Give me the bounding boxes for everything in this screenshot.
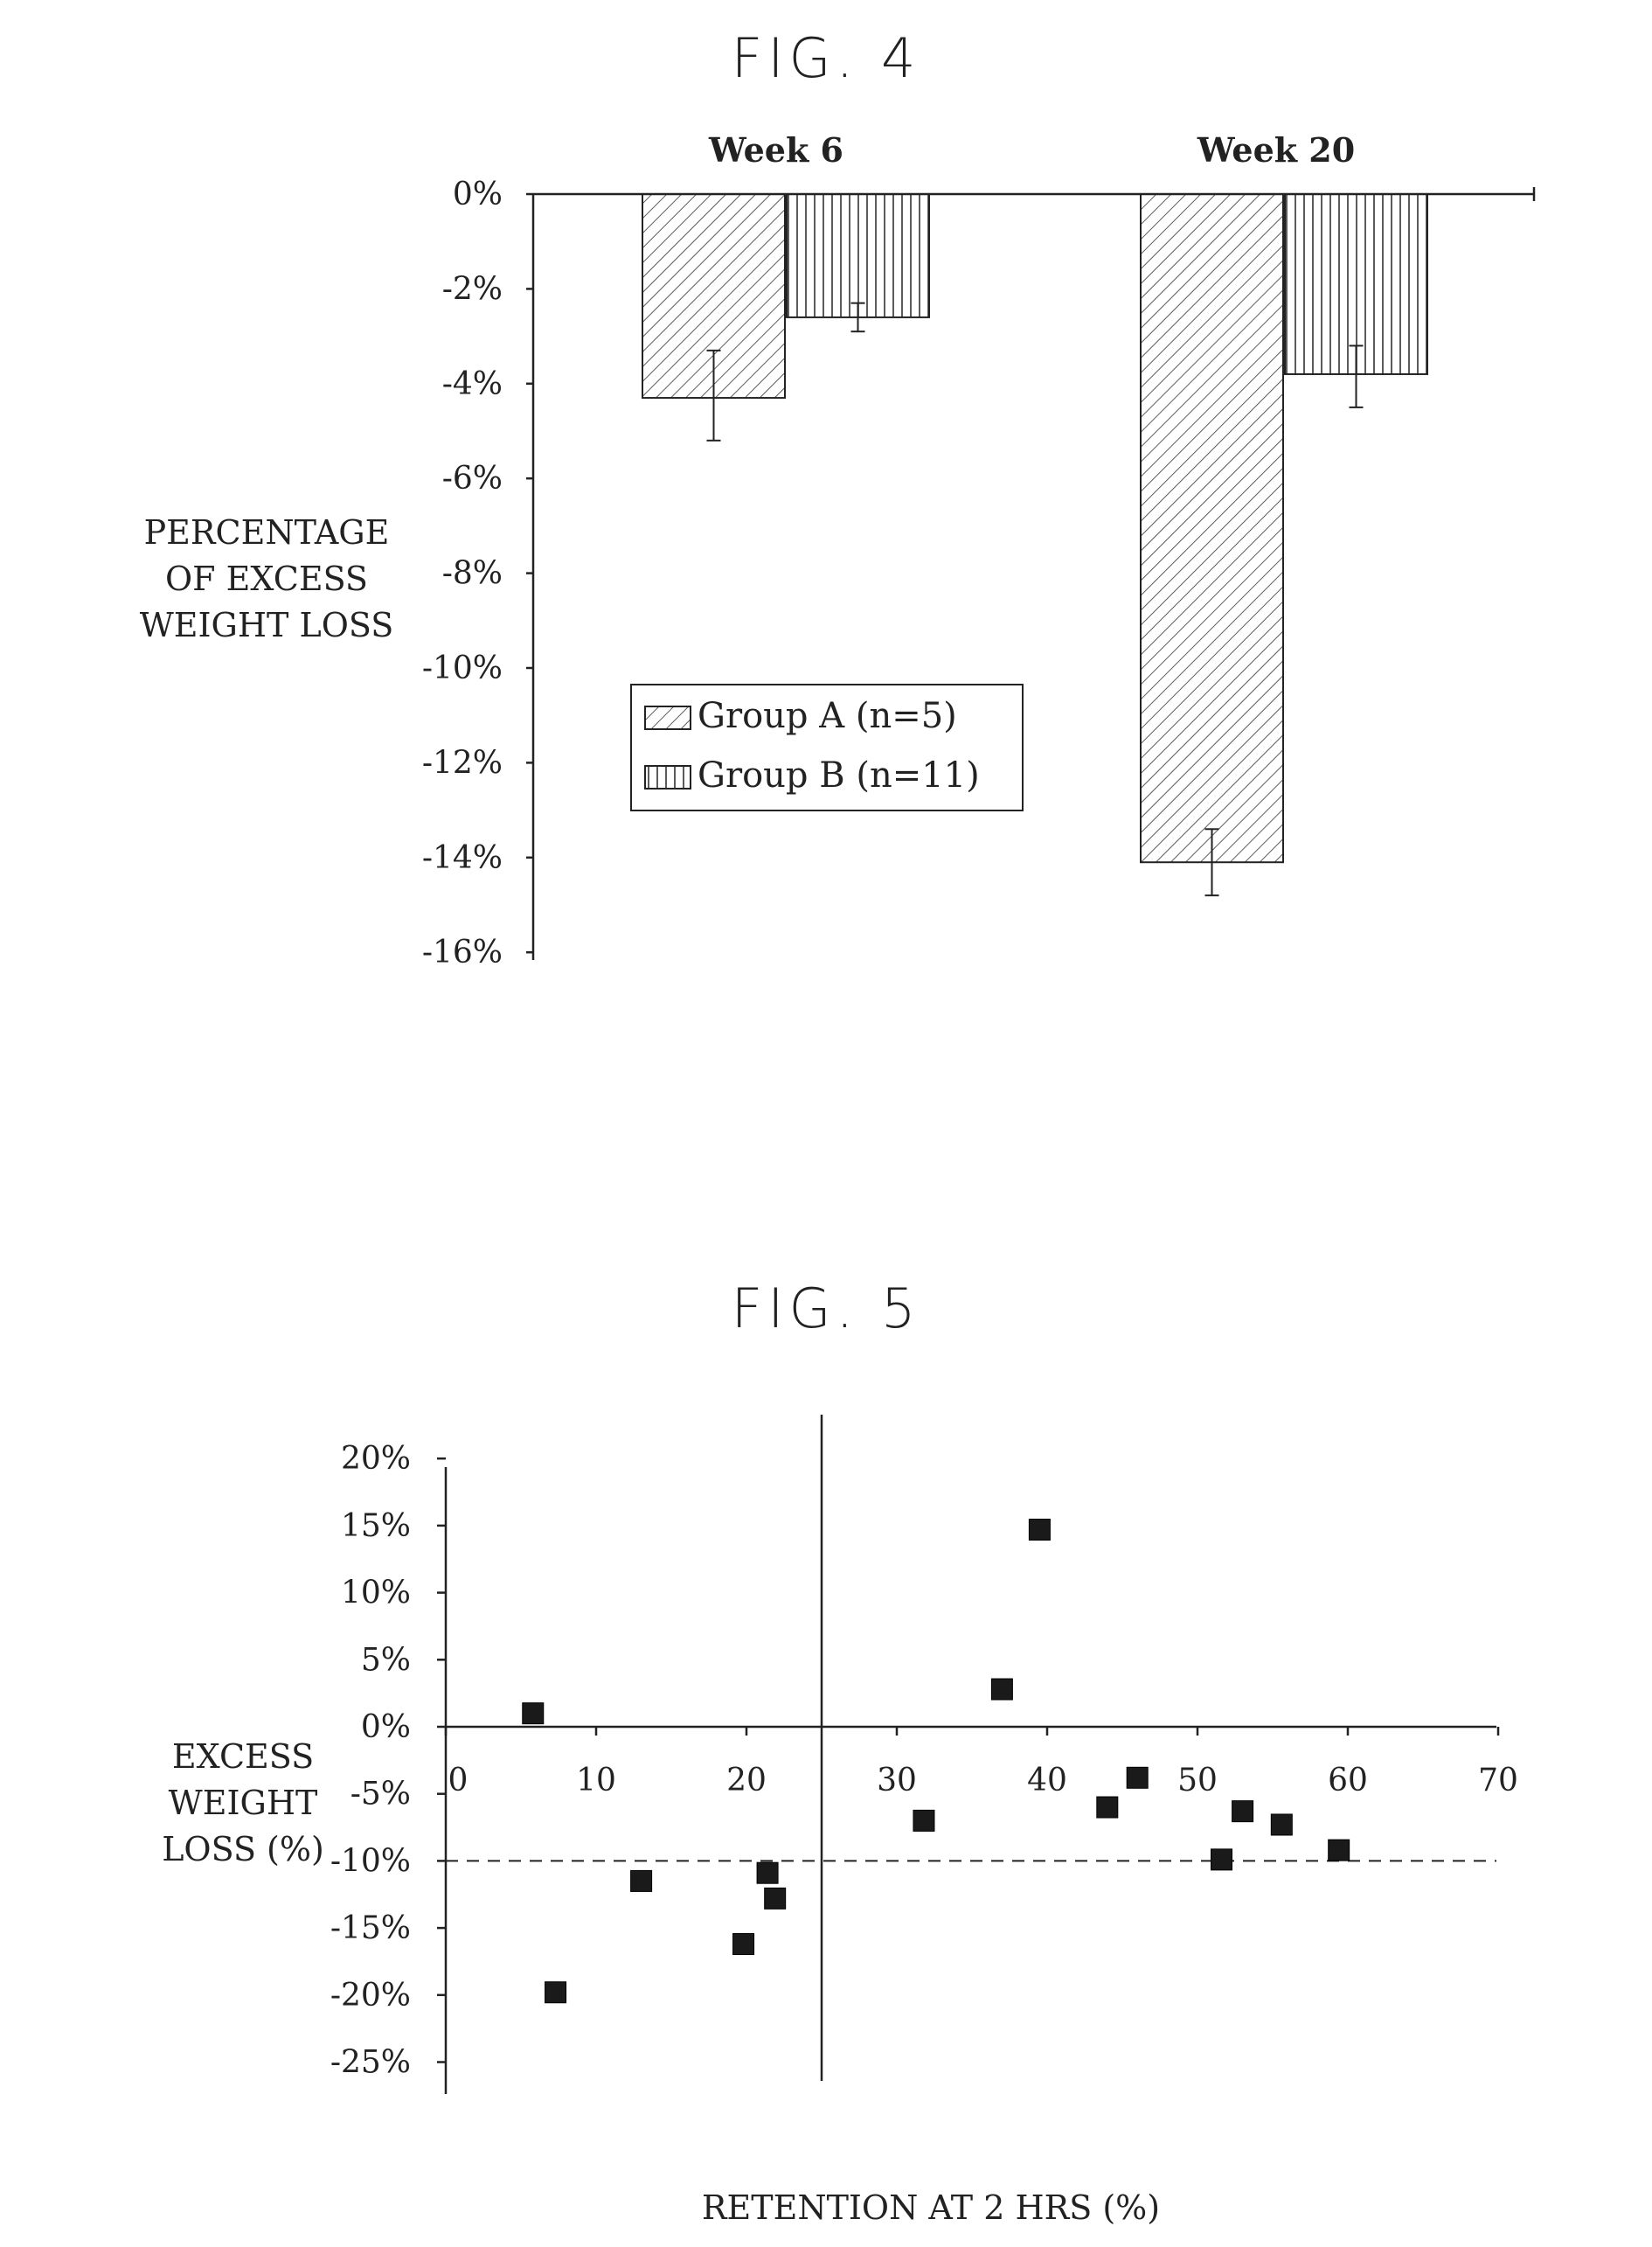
- fig4-y-tick-label: -12%: [422, 745, 503, 781]
- fig4-y-axis-title: PERCENTAGE OF EXCESS WEIGHT LOSS: [140, 513, 394, 644]
- fig4-bar-group-b-week-6: [787, 194, 929, 317]
- fig4-y-tick-label: -14%: [422, 840, 503, 876]
- fig4-y-tick-label: -4%: [442, 366, 503, 402]
- fig5-data-point: [765, 1888, 786, 1909]
- fig5-data-point: [991, 1679, 1012, 1700]
- fig5-y-tick-label: 20%: [341, 1441, 411, 1477]
- fig5-data-point: [631, 1870, 652, 1891]
- fig5-y-tick-label: -10%: [330, 1843, 411, 1879]
- fig5-x-tick-labels: 0 10 20 30 40 50 60 70: [446, 1727, 1518, 1798]
- fig5-x-tick-label: 0: [448, 1763, 469, 1798]
- fig5-y-axis-title-line-1: EXCESS: [172, 1737, 314, 1776]
- fig4-legend-swatch-group-a: [645, 706, 691, 729]
- fig4-bar-group-a-week-20: [1141, 194, 1283, 862]
- fig4-y-axis-title-line-1: PERCENTAGE: [144, 513, 390, 552]
- fig4-legend: Group A (n=5) Group B (n=11): [631, 685, 1023, 810]
- fig4-y-axis-title-line-2: OF EXCESS: [165, 560, 368, 598]
- fig4-title: FIG. 4: [732, 26, 921, 90]
- fig5-data-point: [757, 1862, 778, 1883]
- fig5-y-axis-title-line-3: LOSS (%): [162, 1830, 324, 1868]
- fig5-y-tick-label: -20%: [330, 1978, 411, 2014]
- fig5-y-tick-label: -15%: [330, 1910, 411, 1946]
- fig5-data-point: [545, 1982, 566, 2003]
- fig4-y-tick-label: -6%: [442, 461, 503, 497]
- fig5-y-axis-title: EXCESS WEIGHT LOSS (%): [162, 1737, 324, 1868]
- fig4-y-tick-labels: 0% -2% -4% -6% -8% -10% -12% -14% -16%: [422, 177, 533, 970]
- fig5-data-point: [733, 1934, 754, 1955]
- fig5-y-tick-label: 10%: [341, 1576, 411, 1611]
- fig5-x-tick-label: 10: [576, 1763, 616, 1798]
- fig5-data-point: [523, 1703, 544, 1724]
- fig4-y-axis-title-line-3: WEIGHT LOSS: [140, 606, 394, 644]
- fig5-x-tick-label: 60: [1328, 1763, 1368, 1798]
- fig5-data-point: [1271, 1814, 1292, 1835]
- fig5-y-axis-title-line-2: WEIGHT: [169, 1784, 318, 1822]
- fig4-y-tick-label: -8%: [442, 556, 503, 592]
- fig4-y-tick-label: 0%: [453, 177, 503, 212]
- fig5-x-tick-label: 40: [1027, 1763, 1067, 1798]
- fig5-data-point: [1329, 1840, 1350, 1861]
- fig5-data-point: [1097, 1797, 1118, 1818]
- fig4-category-label-week-6: Week 6: [708, 130, 843, 170]
- fig4-legend-swatch-group-b: [645, 766, 691, 789]
- fig5-x-tick-label: 50: [1177, 1763, 1218, 1798]
- fig5-x-tick-label: 20: [726, 1763, 767, 1798]
- fig5-y-tick-label: -25%: [330, 2045, 411, 2081]
- fig5-x-tick-label: 30: [877, 1763, 917, 1798]
- fig5-y-tick-label: 15%: [341, 1508, 411, 1544]
- fig5-data-point: [1211, 1849, 1232, 1870]
- fig4-y-tick-label: -10%: [422, 650, 503, 686]
- fig4-chart: FIG. 4 Week 6 Week 20 0% -2% -4% -6% -8% -10%…: [140, 26, 1534, 970]
- fig4-y-tick-label: -16%: [422, 935, 503, 970]
- fig5-data-point: [1029, 1520, 1050, 1541]
- fig4-legend-label-group-b: Group B (n=11): [698, 755, 980, 796]
- fig5-data-point: [1232, 1801, 1253, 1822]
- fig5-title: FIG. 5: [732, 1277, 921, 1340]
- fig4-legend-label-group-a: Group A (n=5): [698, 696, 957, 736]
- fig5-data-point: [913, 1810, 934, 1831]
- fig5-x-tick-label: 70: [1478, 1763, 1518, 1798]
- fig5-y-tick-label: 5%: [361, 1642, 411, 1678]
- fig5-x-axis-title: RETENTION AT 2 HRS (%): [702, 2188, 1160, 2227]
- fig5-data-points: [523, 1520, 1350, 2003]
- fig4-category-label-week-20: Week 20: [1197, 130, 1355, 170]
- fig5-y-tick-label: 0%: [361, 1709, 411, 1745]
- fig5-y-tick-labels: 20% 15% 10% 5% 0% -5% -10% -15% -20% -25%: [330, 1441, 446, 2080]
- fig5-chart: FIG. 5 20%15%10%5%0%-5%-10%-15%-20%-25% …: [162, 1277, 1518, 2227]
- fig4-y-tick-label: -2%: [442, 271, 503, 307]
- fig5-y-tick-label: -5%: [351, 1777, 411, 1812]
- fig5-data-point: [1127, 1767, 1148, 1788]
